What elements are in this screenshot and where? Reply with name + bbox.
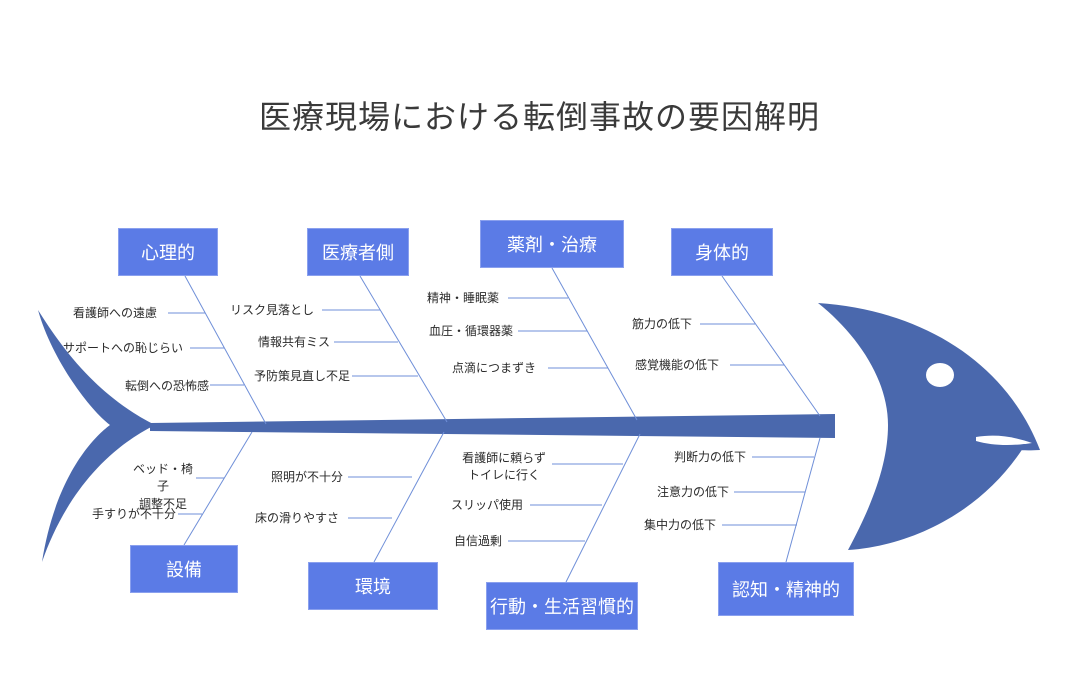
cause-label: 予防策見直し不足 bbox=[253, 369, 350, 383]
bone-cognitive bbox=[785, 437, 821, 563]
category-medicine: 薬剤・治療 bbox=[480, 220, 624, 268]
bone-medicine bbox=[551, 267, 638, 421]
cause-label: 自信過剰 bbox=[453, 534, 502, 548]
cause-label: 看護師に頼らず トイレに行く bbox=[462, 451, 546, 483]
cause-label: 注意力の低下 bbox=[656, 485, 729, 499]
fish-tail bbox=[38, 310, 155, 562]
category-environment: 環境 bbox=[308, 562, 438, 610]
category-cognitive: 認知・精神的 bbox=[718, 562, 854, 616]
cause-label: 判断力の低下 bbox=[673, 450, 746, 464]
bone-psych bbox=[184, 275, 267, 425]
category-physical: 身体的 bbox=[671, 228, 773, 276]
cause-label: 床の滑りやすさ bbox=[254, 511, 339, 525]
category-behavior: 行動・生活習慣的 bbox=[486, 582, 638, 630]
category-psych: 心理的 bbox=[118, 228, 218, 276]
cause-label: ベッド・椅子 調整不足 bbox=[132, 462, 193, 511]
fish-spine bbox=[150, 414, 835, 438]
bone-environment bbox=[373, 431, 445, 563]
bone-equipment bbox=[183, 431, 253, 546]
bone-lines bbox=[168, 267, 821, 583]
cause-label: スリッパ使用 bbox=[450, 498, 523, 512]
category-staff: 医療者側 bbox=[307, 228, 409, 276]
cause-label: 集中力の低下 bbox=[643, 518, 716, 532]
cause-label: 感覚機能の低下 bbox=[634, 358, 719, 372]
cause-label: 看護師への遠慮 bbox=[72, 306, 157, 320]
cause-label: 血圧・循環器薬 bbox=[428, 324, 513, 338]
cause-label: 手すりが不十分 bbox=[91, 507, 176, 521]
cause-label: 精神・睡眠薬 bbox=[426, 291, 499, 305]
fish-eye bbox=[926, 363, 954, 387]
fish-head bbox=[818, 303, 1040, 550]
cause-label: 情報共有ミス bbox=[257, 335, 330, 349]
fish-mouth bbox=[976, 435, 1032, 446]
cause-label: 転倒への恐怖感 bbox=[124, 379, 209, 393]
bone-staff bbox=[359, 275, 448, 423]
cause-label: 照明が不十分 bbox=[270, 470, 343, 484]
category-equipment: 設備 bbox=[130, 545, 238, 593]
cause-label: 点滴につまずき bbox=[451, 361, 536, 375]
cause-label: サポートへの恥じらい bbox=[62, 341, 183, 355]
bone-physical bbox=[721, 275, 821, 417]
bone-behavior bbox=[565, 433, 641, 583]
cause-label: 筋力の低下 bbox=[631, 317, 692, 331]
cause-label: リスク見落とし bbox=[229, 303, 314, 317]
diagram-title: 医療現場における転倒事故の要因解明 bbox=[258, 98, 820, 136]
